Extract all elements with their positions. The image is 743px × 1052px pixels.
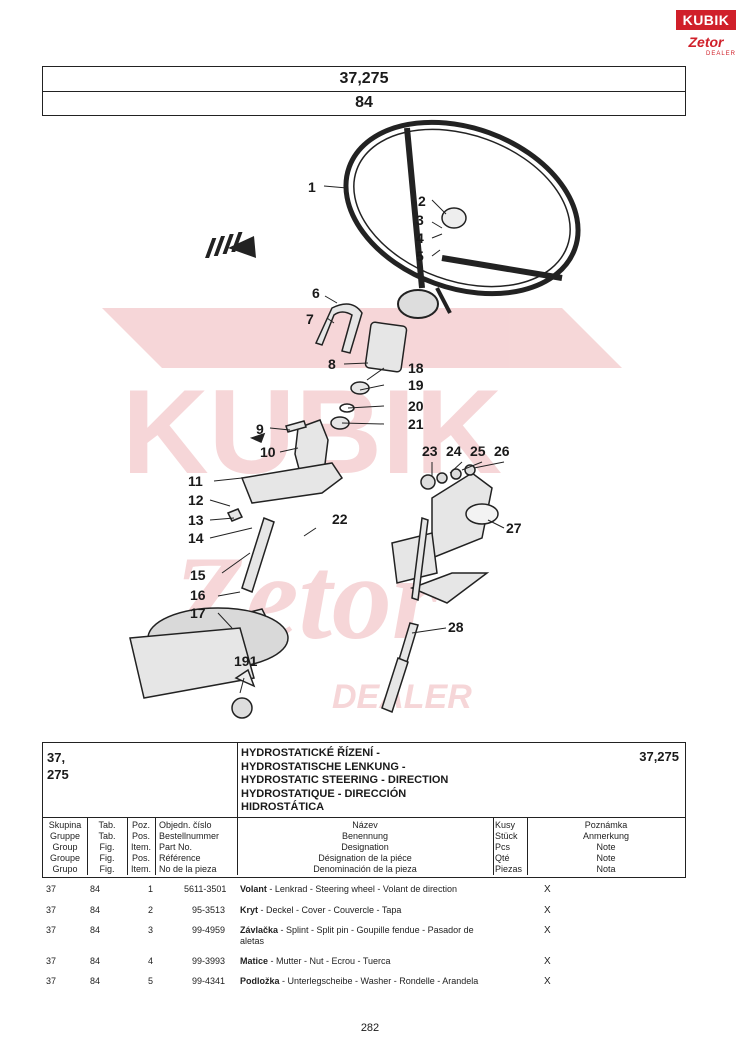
col-header-qty: Kusy Stück Pcs Qté Piezas: [495, 820, 523, 874]
title-en: HYDROSTATIC STEERING - DIRECTION: [241, 774, 449, 786]
watermark-text3: DEALER: [332, 678, 472, 716]
callout-9: 9: [256, 421, 264, 437]
callout-13: 13: [188, 512, 204, 528]
logo-dealer: DEALER: [705, 51, 736, 57]
callout-15: 15: [190, 567, 206, 583]
group-info-table: 37, 275 37,275 HYDROSTATICKÉ ŘÍZENÍ - HY…: [42, 742, 686, 878]
callout-1: 1: [308, 179, 316, 195]
callout-6: 6: [312, 285, 320, 301]
group-label-line2: 275: [47, 767, 69, 782]
title-es: HIDROSTÁTICA: [241, 801, 325, 813]
zetor-kubik-logo: KUBIK Zetor DEALER: [676, 10, 736, 60]
divider-main: [237, 743, 238, 875]
callout-19: 19: [408, 377, 424, 393]
callout-23: 23: [422, 443, 438, 459]
divider-col3: [155, 817, 156, 875]
callout-24: 24: [446, 443, 462, 459]
title-fr: HYDROSTATIQUE - DIRECCIÓN: [241, 787, 407, 800]
callout-22: 22: [332, 511, 348, 527]
group-title: HYDROSTATICKÉ ŘÍZENÍ - HYDROSTATISCHE LE…: [241, 747, 601, 815]
col-header-group: Skupina Gruppe Group Groupe Grupo: [48, 820, 82, 874]
divider-col5: [493, 817, 494, 875]
callout-25: 25: [470, 443, 486, 459]
col-header-note: Poznámka Anmerkung Note Note Nota: [582, 820, 630, 874]
divider-header: [43, 817, 685, 818]
callout-16: 16: [190, 587, 206, 603]
title-cz: HYDROSTATICKÉ ŘÍZENÍ -: [241, 747, 380, 759]
callout-18: 18: [408, 360, 424, 376]
header-code: 37,275: [43, 67, 685, 92]
title-de: HYDROSTATISCHE LENKUNG -: [241, 760, 406, 773]
divider-col2: [127, 817, 128, 875]
callout-2: 2: [418, 193, 426, 209]
column-parts: [129, 303, 499, 719]
callout-3: 3: [416, 212, 424, 228]
callout-7: 7: [306, 311, 314, 327]
header-table: 84: [355, 94, 373, 111]
callout-26: 26: [494, 443, 510, 459]
leader-lines: [209, 185, 505, 694]
catalog-header: 37,275 84: [42, 66, 686, 116]
callout-27: 27: [506, 520, 522, 536]
callout-191: 191: [234, 653, 258, 669]
col-header-name: Název Benennung Designation Désignation …: [313, 820, 417, 874]
callout-10: 10: [260, 444, 276, 460]
direction-arrow: [205, 232, 256, 258]
group-label: 37, 275: [47, 749, 227, 783]
callout-8: 8: [328, 356, 336, 372]
callouts: 1 2 3 4 5 6 7 8 18 19 20 21 9 10 11 12 1…: [188, 179, 522, 669]
logo-brand2: Zetor: [688, 34, 724, 50]
page-number: 282: [360, 1022, 380, 1034]
divider-col6: [527, 817, 528, 875]
group-code: 37,275: [639, 749, 679, 764]
callout-12: 12: [188, 492, 204, 508]
callout-21: 21: [408, 416, 424, 432]
callout-20: 20: [408, 398, 424, 414]
group-label-line1: 37,: [47, 750, 66, 765]
steering-wheel: [343, 119, 581, 319]
callout-17: 17: [190, 605, 206, 621]
callout-11: 11: [188, 473, 203, 489]
logo-brand: KUBIK: [676, 10, 736, 30]
exploded-diagram: KUBIK Zetor DEALER: [102, 119, 622, 719]
col-header-tab: Tab. Tab. Fig. Fig. Fig.: [98, 820, 116, 874]
divider-col1: [87, 817, 88, 875]
callout-14: 14: [188, 530, 204, 546]
watermark-bar: [102, 308, 622, 368]
callout-28: 28: [448, 619, 464, 635]
col-header-partno: Objedn. číslo Bestellnummer Part No. Réf…: [159, 820, 220, 874]
callout-4: 4: [416, 230, 424, 246]
callout-5: 5: [416, 248, 424, 264]
col-header-pos: Poz. Pos. Item. Pos. Item.: [130, 820, 151, 874]
